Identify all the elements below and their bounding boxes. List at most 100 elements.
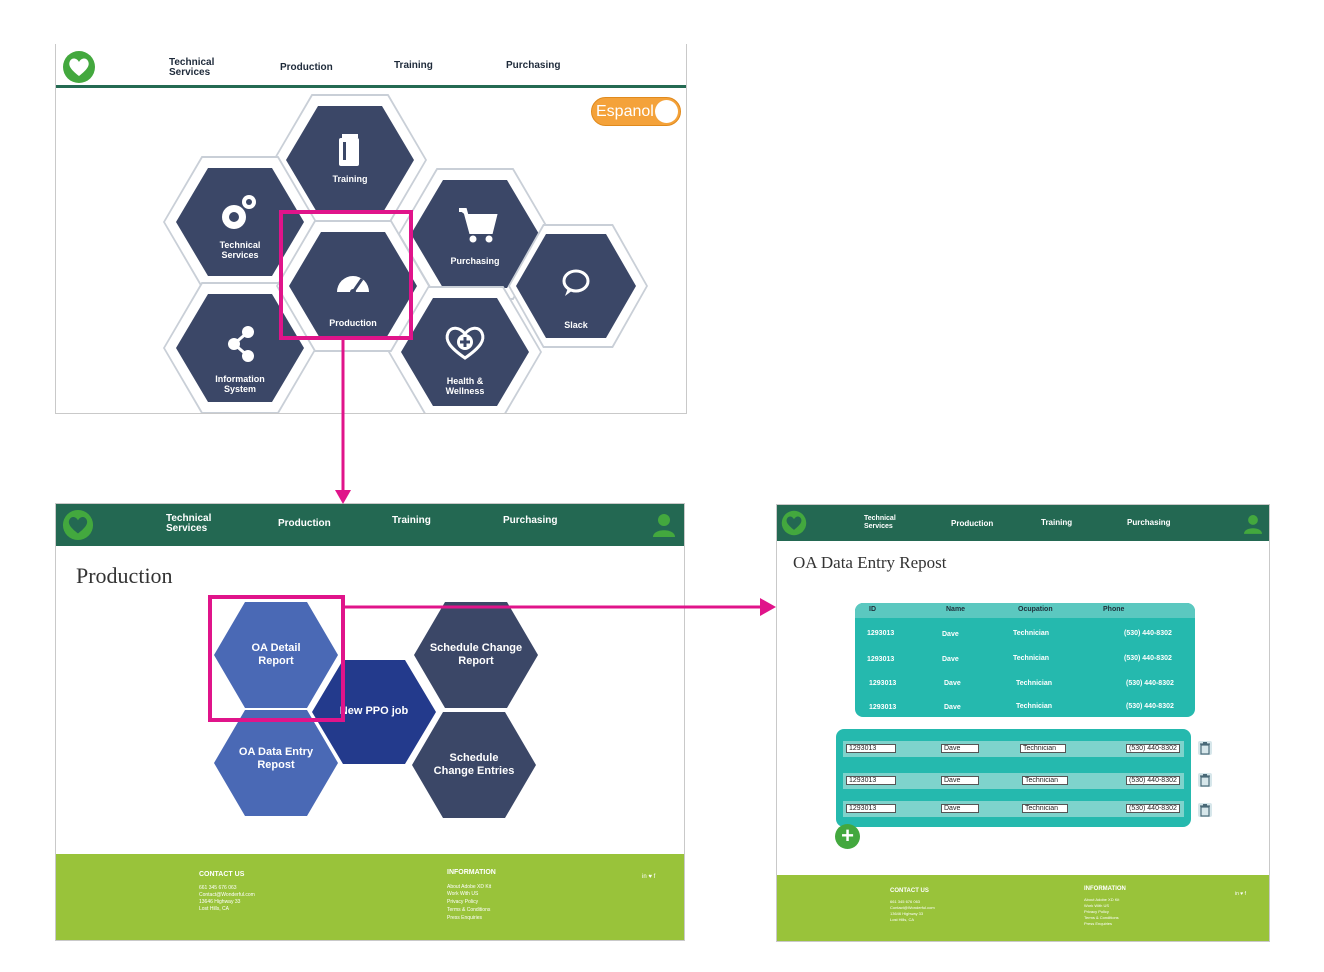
tile-oa-detail-report[interactable]: OA Detail Report xyxy=(214,602,338,708)
nav-purchasing[interactable]: Purchasing xyxy=(503,515,558,526)
tile-health-wellness[interactable]: Health & Wellness xyxy=(401,298,529,406)
nav-technical-services[interactable]: Technical Services xyxy=(166,513,212,534)
id-input[interactable]: 1293013 xyxy=(846,776,896,785)
footer-info-link[interactable]: Work With US xyxy=(1084,903,1110,908)
nav-production[interactable]: Production xyxy=(278,518,331,529)
cell-id: 1293013 xyxy=(869,680,897,687)
phone-input[interactable]: (530) 440-8302 xyxy=(1126,804,1180,813)
footer-contact-line[interactable]: Contact@Wonderful.com xyxy=(199,892,255,898)
heart-logo-icon[interactable] xyxy=(62,509,94,541)
footer-info-link[interactable]: About Adobe XD Kit xyxy=(1084,897,1120,902)
oa-detail-highlight-box xyxy=(208,595,345,722)
tile-schedule-change-report-label: Schedule Change Report xyxy=(429,642,523,667)
tile-information-system-label: Information System xyxy=(215,374,265,394)
speedometer-icon xyxy=(337,276,369,295)
tile-schedule-change-report[interactable]: Schedule Change Report xyxy=(414,602,538,708)
id-input[interactable]: 1293013 xyxy=(846,804,896,813)
tile-schedule-change-entries[interactable]: Schedule Change Entries xyxy=(412,712,536,818)
footer-info-title: INFORMATION xyxy=(1084,886,1126,892)
cell-name: Dave xyxy=(944,680,961,687)
col-phone: Phone xyxy=(1103,606,1125,613)
cell-phone: (530) 440-8302 xyxy=(1124,630,1172,637)
tile-oa-data-entry-repost[interactable]: OA Data Entry Repost xyxy=(214,710,338,816)
footer-info-link[interactable]: About Adobe XD Kit xyxy=(447,884,492,890)
user-profile-icon[interactable] xyxy=(653,513,675,537)
tile-training[interactable]: Training xyxy=(286,106,414,214)
footer: CONTACT US 661 345 676 063 Contact@Wonde… xyxy=(777,875,1269,941)
espanol-toggle[interactable]: Espanol xyxy=(591,97,681,126)
heart-logo-icon[interactable] xyxy=(62,51,96,83)
name-input[interactable]: Dave xyxy=(941,776,979,785)
nav-production[interactable]: Production xyxy=(951,519,994,528)
occupation-input[interactable]: Technician xyxy=(1020,744,1066,753)
cell-id: 1293013 xyxy=(867,630,895,637)
tile-oa-data-entry-repost-label: OA Data Entry Repost xyxy=(238,746,314,771)
tile-slack-label: Slack xyxy=(564,320,588,330)
book-icon xyxy=(339,134,359,166)
toggle-knob xyxy=(655,100,678,123)
page-title: Production xyxy=(76,563,173,588)
user-profile-icon[interactable] xyxy=(1244,514,1262,534)
tile-oa-detail-report-label: OA Detail Report xyxy=(251,642,301,667)
occupation-input[interactable]: Technician xyxy=(1022,776,1068,785)
cell-occupation: Technician xyxy=(1016,703,1053,710)
phone-input[interactable]: (530) 440-8302 xyxy=(1126,776,1180,785)
cell-phone: (530) 440-8302 xyxy=(1126,680,1174,687)
cell-phone: (530) 440-8302 xyxy=(1126,703,1174,710)
edit-panel: 1293013 Dave Technician (530) 440-8302 1… xyxy=(836,729,1191,827)
add-row-button[interactable]: + xyxy=(835,824,860,849)
nav-technical-services[interactable]: Technical Services xyxy=(169,57,215,78)
social-icons[interactable]: in ♥ f xyxy=(642,874,656,880)
footer-info-link[interactable]: Terms & Conditions xyxy=(1084,915,1119,920)
footer-info-link[interactable]: Privacy Policy xyxy=(1084,909,1109,914)
nav-purchasing[interactable]: Purchasing xyxy=(506,60,561,71)
entry-nav-bar: Technical Services Production Training P… xyxy=(777,505,1269,541)
footer-contact-title: CONTACT US xyxy=(890,888,929,894)
footer-info-link[interactable]: Press Enquiries xyxy=(1084,921,1113,926)
col-occupation: Ocupation xyxy=(1018,606,1053,613)
occupation-input[interactable]: Technician xyxy=(1022,804,1068,813)
heart-logo-icon[interactable] xyxy=(781,510,807,536)
tile-schedule-change-entries-label: Schedule Change Entries xyxy=(433,752,515,777)
nav-technical-services[interactable]: Technical Services xyxy=(864,515,896,530)
nav-training[interactable]: Training xyxy=(1041,518,1073,527)
cell-occupation: Technician xyxy=(1013,630,1050,637)
cell-name: Dave xyxy=(942,656,959,663)
footer-info-link[interactable]: Work With US xyxy=(447,891,479,897)
cell-id: 1293013 xyxy=(867,656,895,663)
name-input[interactable]: Dave xyxy=(941,744,979,753)
tile-training-label: Training xyxy=(332,174,368,184)
id-input[interactable]: 1293013 xyxy=(846,744,896,753)
footer-info-link[interactable]: Privacy Policy xyxy=(447,899,479,905)
footer-info-link[interactable]: Press Enquiries xyxy=(447,915,483,921)
data-entry-screen: Technical Services Production Training P… xyxy=(776,504,1270,942)
footer-contact-line: Lost Hills, CA xyxy=(890,917,915,922)
footer-contact-line: 661 345 676 063 xyxy=(199,885,237,891)
cart-icon xyxy=(459,208,498,243)
trash-icon[interactable] xyxy=(1198,803,1212,817)
trash-icon[interactable] xyxy=(1198,741,1212,755)
name-input[interactable]: Dave xyxy=(941,804,979,813)
footer-info-link[interactable]: Terms & Conditions xyxy=(447,907,491,913)
tile-health-wellness-label: Health & Wellness xyxy=(445,376,485,396)
footer-info-title: INFORMATION xyxy=(447,869,496,876)
social-icons[interactable]: in ♥ f xyxy=(1235,891,1247,897)
tile-purchasing-label: Purchasing xyxy=(450,256,500,266)
gears-icon xyxy=(222,195,256,229)
phone-input[interactable]: (530) 440-8302 xyxy=(1126,744,1180,753)
footer-contact-line: 13646 Highway 33 xyxy=(890,911,924,916)
tile-production-label: Production xyxy=(329,318,377,328)
data-table: ID Name Ocupation Phone 1293013 Dave Tec… xyxy=(855,603,1195,717)
nav-training[interactable]: Training xyxy=(392,515,431,526)
nav-purchasing[interactable]: Purchasing xyxy=(1127,518,1171,527)
arrow-head-right xyxy=(760,598,776,616)
trash-icon[interactable] xyxy=(1198,773,1212,787)
nav-production[interactable]: Production xyxy=(280,62,333,73)
cell-occupation: Technician xyxy=(1013,655,1050,662)
heart-plus-icon xyxy=(445,326,485,360)
edit-row: 1293013 Dave Technician (530) 440-8302 xyxy=(843,773,1184,789)
footer-contact-title: CONTACT US xyxy=(199,871,245,878)
footer-contact-line[interactable]: Contact@Wonderful.com xyxy=(890,905,935,910)
nav-training[interactable]: Training xyxy=(394,60,433,71)
tile-production[interactable]: Production xyxy=(289,232,417,340)
